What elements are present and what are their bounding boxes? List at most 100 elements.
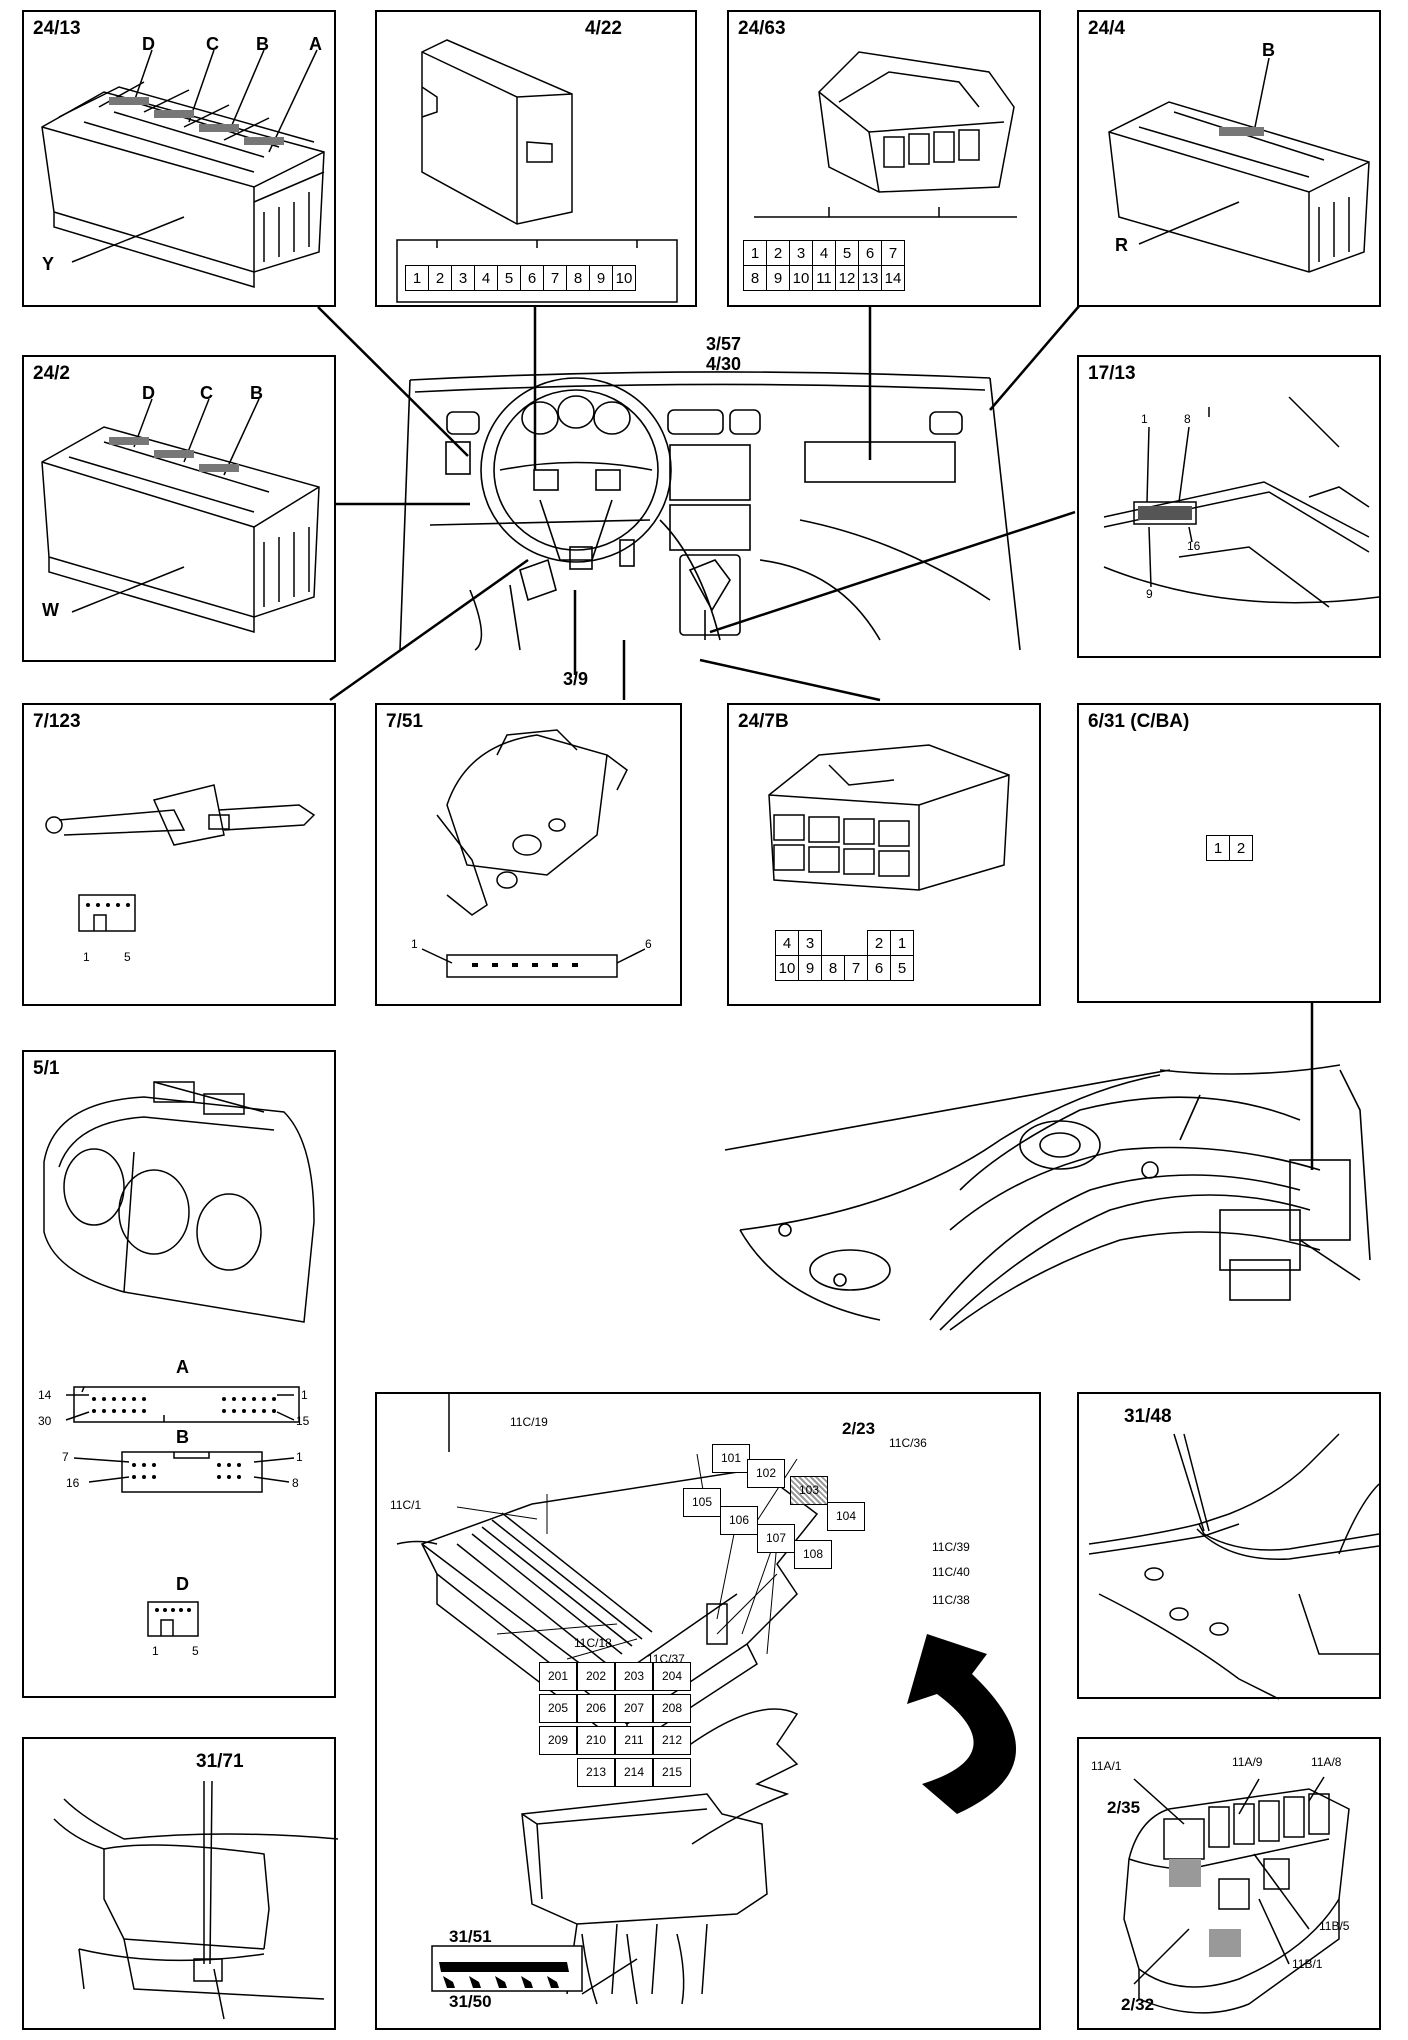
callout-11c-36: 11C/36 (889, 1436, 927, 1450)
pin-table-4-22: 1 2 3 4 5 6 7 8 9 10 (405, 265, 636, 291)
relay-210: 210 (577, 1726, 615, 1755)
pin: 3 (451, 265, 475, 291)
panel-title: 5/1 (33, 1058, 60, 1079)
fuse-box-drawing (41, 398, 320, 634)
panel-2-35: 11A/1 11A/9 11A/8 2/35 11B/5 11B/1 2/32 (1077, 1737, 1381, 2030)
pin-label-8: 8 (292, 1476, 299, 1490)
pin-label-30: 30 (38, 1414, 52, 1428)
panel-24-7b: 24/7B 4 3 2 (727, 703, 1041, 1006)
pin-label-9: 9 (1146, 587, 1153, 601)
relay-215: 215 (653, 1758, 691, 1787)
pin: 2 (766, 240, 790, 266)
ground-point-drawing (1088, 1433, 1380, 1700)
callout-11c-39: 11C/39 (932, 1540, 970, 1554)
panel-central-electrical-centre: 101 102 103 104 105 106 107 108 201 202 … (375, 1392, 1041, 2030)
pin: 7 (881, 240, 905, 266)
relay-107: 107 (757, 1524, 795, 1553)
pin: 7 (543, 265, 567, 291)
pin-label-1: 1 (301, 1388, 308, 1402)
relay-206: 206 (577, 1694, 615, 1723)
relay-202: 202 (577, 1662, 615, 1691)
panel-title: 24/13 (33, 18, 81, 39)
relay-204: 204 (653, 1662, 691, 1691)
pin: 2 (428, 265, 452, 291)
connector-d-label: D (176, 1574, 189, 1594)
pin-label-5: 5 (124, 950, 131, 964)
pin: 4 (812, 240, 836, 266)
letter-b: B (1262, 40, 1275, 60)
pin: 3 (798, 930, 822, 956)
fuse-box-drawing (1108, 57, 1370, 273)
connector-drawing (768, 744, 1010, 891)
pin: 12 (835, 265, 859, 291)
relay-106: 106 (720, 1506, 758, 1535)
callout-11a-1: 11A/1 (1091, 1759, 1122, 1773)
pin: 9 (589, 265, 613, 291)
switch-drawing (421, 729, 646, 978)
pin: 11 (812, 265, 836, 291)
pin-label-7: 7 (62, 1450, 69, 1464)
pin-label-14: 14 (38, 1388, 52, 1402)
label-3-57: 3/57 (706, 334, 741, 354)
panel-7-123: 7/123 1 5 (22, 703, 336, 1006)
panel-title: 24/2 (33, 363, 70, 384)
callout-11c-40: 11C/40 (932, 1565, 970, 1579)
pin: 5 (890, 955, 914, 981)
relay-211: 211 (615, 1726, 653, 1755)
panel-24-13: 24/13 (22, 10, 336, 307)
panel-title: 7/123 (33, 711, 81, 732)
panel-7-51: 7/51 1 6 (375, 703, 682, 1006)
panel-24-2: 24/2 (22, 355, 336, 662)
pin: 5 (835, 240, 859, 266)
pin: 10 (789, 265, 813, 291)
relay-104: 104 (827, 1502, 865, 1531)
pin-label-1: 1 (1141, 412, 1148, 426)
callout-11a-9: 11A/9 (1232, 1755, 1263, 1769)
relay-105: 105 (683, 1488, 721, 1517)
letter-d: D (142, 34, 155, 54)
panel-title: 24/4 (1088, 18, 1125, 39)
letter-c: C (200, 383, 213, 403)
pin-table-24-63: 1 2 3 4 5 6 7 8 9 10 11 12 13 14 (743, 240, 905, 291)
relay-212: 212 (653, 1726, 691, 1755)
pin: 8 (566, 265, 590, 291)
connector-drawing (396, 39, 678, 303)
connector-31-50-label: 31/50 (449, 1992, 492, 2011)
callout-2-32: 2/32 (1121, 1995, 1155, 2014)
pin: 14 (881, 265, 905, 291)
relay-209: 209 (539, 1726, 577, 1755)
connector-31-51-label: 31/51 (449, 1927, 492, 1946)
connector-a-label: A (176, 1357, 189, 1377)
panel-24-63: 24/63 1 2 3 4 5 6 (727, 10, 1041, 307)
pin: 6 (520, 265, 544, 291)
callout-11a-8: 11A/8 (1311, 1755, 1342, 1769)
pin: 8 (821, 955, 845, 981)
callout-11c-1: 11C/1 (390, 1498, 422, 1512)
relay-102: 102 (747, 1459, 785, 1488)
ground-point-drawing (53, 1780, 339, 2020)
panel-5-1: 5/1 (22, 1050, 336, 1698)
pin-label-1: 1 (83, 950, 90, 964)
panel-title: 6/31 (C/BA) (1088, 711, 1190, 732)
relay-205: 205 (539, 1694, 577, 1723)
callout-11c-37: 11C/37 (647, 1652, 685, 1666)
panel-title: 24/7B (738, 711, 789, 732)
relay-207: 207 (615, 1694, 653, 1723)
pin-label-1: 1 (296, 1450, 303, 1464)
relay-213: 213 (577, 1758, 615, 1787)
pin: 9 (766, 265, 790, 291)
pin-label-15: 15 (296, 1414, 310, 1428)
relay-208: 208 (653, 1694, 691, 1723)
label-4-30: 4/30 (706, 354, 741, 374)
pin: 6 (867, 955, 891, 981)
pin-label-8: 8 (1184, 412, 1191, 426)
pin-label-16: 16 (1187, 539, 1201, 553)
pin: 7 (844, 955, 868, 981)
callout-2-35: 2/35 (1107, 1798, 1141, 1817)
panel-title: 31/48 (1124, 1406, 1172, 1427)
pin: 5 (497, 265, 521, 291)
letter-d: D (142, 383, 155, 403)
relay-201: 201 (539, 1662, 577, 1691)
